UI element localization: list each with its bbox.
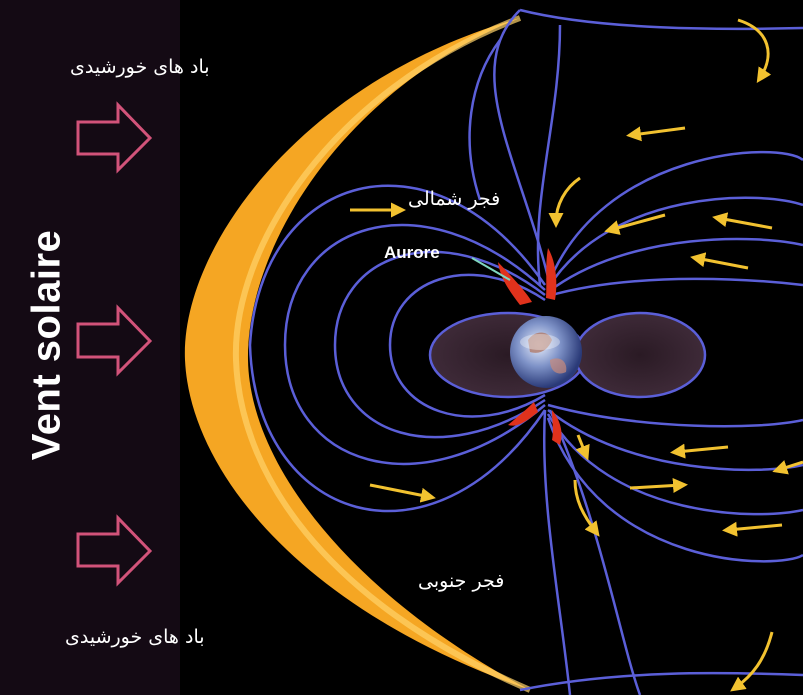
flow-arrows	[350, 18, 803, 692]
flow-arrow-icon	[730, 631, 774, 692]
bow-shock	[184, 18, 530, 690]
flow-arrow-icon	[548, 176, 581, 228]
inner-lobe-right	[573, 311, 707, 399]
flow-arrow-icon	[772, 460, 803, 475]
solar-wind-arrows	[76, 101, 153, 587]
field-lines	[248, 8, 803, 695]
wind-arrow-icon	[76, 101, 153, 174]
flow-arrow-icon	[573, 479, 600, 537]
wind-arrow-icon	[76, 304, 153, 377]
flow-arrow-icon	[369, 483, 436, 503]
flow-arrow-icon	[670, 443, 729, 459]
flow-arrow-icon	[712, 212, 773, 230]
northern-aurora-label: فجر شمالی	[408, 188, 501, 210]
flow-arrow-icon	[690, 252, 749, 270]
flow-arrow-icon	[604, 213, 666, 235]
flow-arrow-icon	[575, 434, 590, 461]
flow-arrow-icon	[722, 521, 783, 537]
aurora-pointer	[471, 257, 511, 281]
earth-icon	[510, 316, 582, 388]
left-band	[0, 0, 180, 695]
flow-arrow-icon	[737, 18, 772, 84]
aurora-label: Aurore	[384, 243, 440, 262]
side-title: Vent solaire	[24, 229, 69, 461]
flow-arrow-icon	[626, 126, 686, 142]
southern-aurora-label: فجر جنوبی	[418, 570, 505, 592]
wind-arrow-icon	[76, 514, 153, 587]
flow-arrow-icon	[629, 478, 688, 494]
solar-wind-label-bottom: باد های خورشیدی	[65, 626, 205, 648]
solar-wind-label-top: باد های خورشیدی	[70, 56, 210, 78]
aurora-zones	[498, 248, 562, 445]
